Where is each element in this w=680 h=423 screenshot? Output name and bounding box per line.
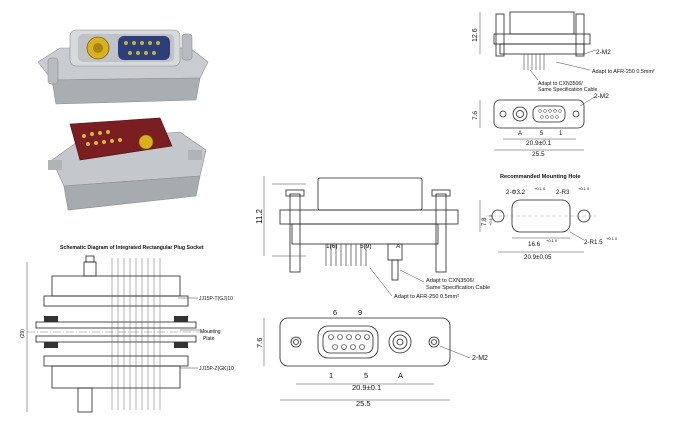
note-afr: Adapt to AFR-250 0.5mm² <box>394 294 459 300</box>
label-bottom-part: JJ15P-Z(GK)10 <box>199 366 234 372</box>
left-schematic: Schematic Diagram of Integrated Rectangu… <box>20 245 234 413</box>
connector-render-socket <box>37 29 209 105</box>
top-right-front-view: 7.6 2-M2 A 5 1 20.9±0.1 25.5 <box>472 93 609 158</box>
dim-hole-right-tol: +0.1 0 <box>578 186 590 191</box>
left-schematic-title: Schematic Diagram of Integrated Rectangu… <box>60 245 204 251</box>
left-height-dim: (29) <box>20 329 26 338</box>
side-note-cable-1: Adapt to CXN3506/ <box>538 81 583 87</box>
pin-a: A <box>398 371 403 380</box>
pin-5: 5 <box>364 371 368 380</box>
top-right-side-view: 12.6 2-M2 Adapt to AFR-250 0.5mm² Adapt … <box>472 11 655 93</box>
dim-hole-left: 2-Φ3.2 <box>506 189 526 196</box>
side-note-afr: Adapt to AFR-250 0.5mm² <box>592 69 655 75</box>
center-side-view: 11.2 1(6) 5(9) A Adapt to CXN3506/ Same … <box>255 176 490 300</box>
pin-label-1-6: 1(6) <box>326 243 338 250</box>
center-bottom-view: 6 9 1 5 A 7.6 2-M2 20.9±0.1 25.5 <box>255 308 488 408</box>
side-note-cable-2: Same Specification Cable <box>538 87 598 93</box>
center-height-dim: 11.2 <box>255 208 264 224</box>
front-width-outer: 25.5 <box>532 151 545 158</box>
pin-1: 1 <box>329 371 333 380</box>
note-cable-2: Same Specification Cable <box>426 285 490 291</box>
mounting-hole-view: Recommanded Mounting Hole 2-Φ3.2 +0.1 0 … <box>479 174 618 261</box>
mounting-hole-title: Recommanded Mounting Hole <box>500 174 581 180</box>
dim-hole-right: 2-R3 <box>556 189 570 196</box>
bottom-width-outer: 25.5 <box>356 399 371 408</box>
dim-width: 16.6 <box>528 241 541 248</box>
front-hole-note: 2-M2 <box>594 93 609 100</box>
side-hole-note: 2-M2 <box>596 49 611 56</box>
dim-radius-tol: +0.1 0 <box>606 236 618 241</box>
bottom-width-inner: 20.9±0.1 <box>352 383 381 392</box>
bottom-hole-note: 2-M2 <box>472 355 488 362</box>
label-mounting: Mounting <box>200 329 221 335</box>
label-top-part: JJ15P-T(GJ)10 <box>199 296 233 302</box>
pin-9: 9 <box>358 308 362 317</box>
dim-spacing: 20.9±0.05 <box>524 254 552 261</box>
side-height-dim: 12.6 <box>472 28 479 42</box>
front-pin-5: 5 <box>540 131 544 137</box>
dim-height: 7.8 <box>482 217 488 226</box>
pin-label-5-9: 5(9) <box>360 243 372 250</box>
dim-radius: 2-R1.5 <box>584 239 603 246</box>
pin-6: 6 <box>333 308 337 317</box>
dim-height-tol: +0.1 0 <box>488 214 493 226</box>
front-height-dim: 7.6 <box>472 111 479 120</box>
front-pin-a: A <box>518 131 522 137</box>
bottom-height-dim: 7.6 <box>255 338 264 348</box>
front-pin-1: 1 <box>559 131 563 137</box>
note-cable-1: Adapt to CXN3506/ <box>426 278 475 284</box>
pin-label-a: A <box>396 243 401 250</box>
dim-width-tol: +0.1 0 <box>546 238 558 243</box>
label-plate: Plate <box>203 336 215 342</box>
connector-render-plug <box>48 117 207 211</box>
dim-hole-left-tol: +0.1 0 <box>534 186 546 191</box>
front-width-inner: 20.9±0.1 <box>526 140 552 147</box>
